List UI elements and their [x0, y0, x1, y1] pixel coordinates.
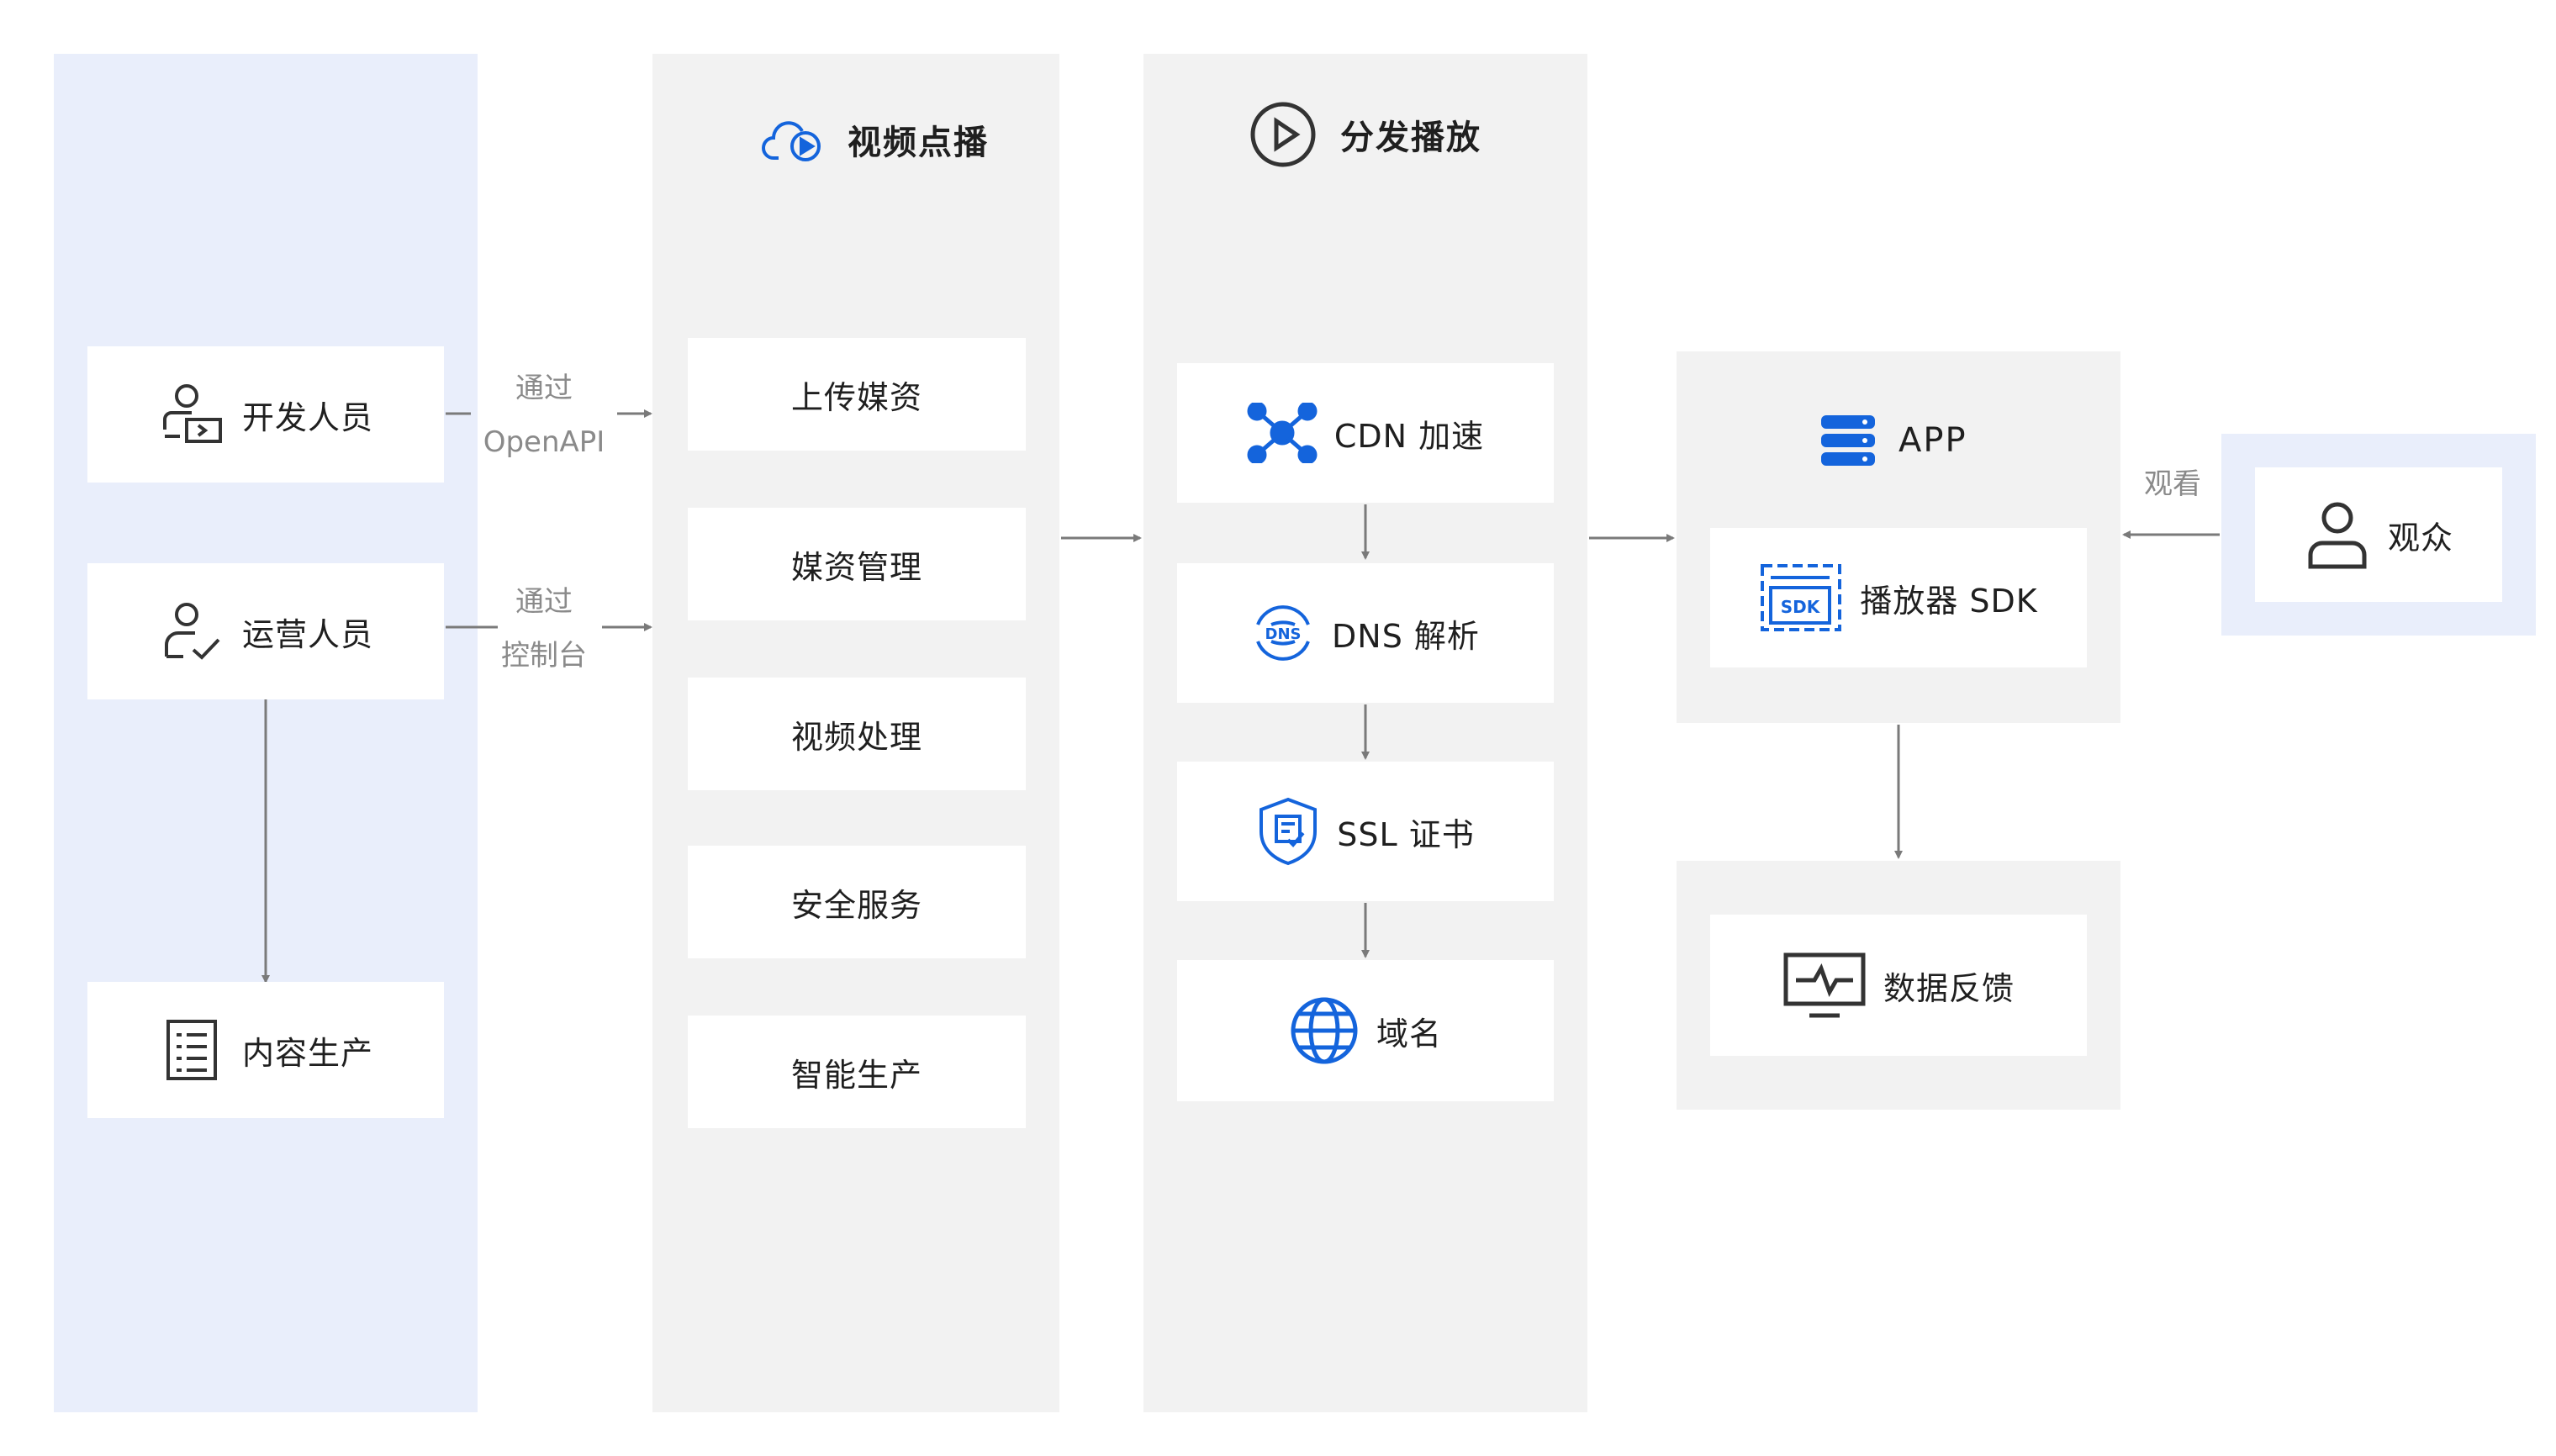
ssl-label: SSL 证书	[1337, 815, 1475, 853]
player-sdk-label: 播放器 SDK	[1860, 582, 2038, 620]
data-feedback-card[interactable]: 数据反馈	[1710, 915, 2087, 1056]
viewer-card[interactable]: 观众	[2255, 467, 2502, 602]
vod-item-upload[interactable]: 上传媒资	[688, 338, 1026, 451]
vod-title: 视频点播	[762, 106, 989, 173]
developer-card[interactable]: 开发人员	[87, 346, 444, 483]
vod-item-smart-production[interactable]: 智能生产	[688, 1016, 1026, 1128]
network-nodes-icon	[1247, 403, 1318, 463]
vod-title-text: 视频点播	[848, 124, 989, 162]
svg-text:DNS: DNS	[1265, 625, 1302, 643]
app-title: APP	[1819, 410, 1967, 471]
cdn-card[interactable]: CDN 加速	[1177, 363, 1554, 503]
ssl-card[interactable]: SSL 证书	[1177, 762, 1554, 901]
vod-item-label: 媒资管理	[790, 548, 922, 586]
server-stack-icon	[1819, 412, 1877, 469]
vod-item-label: 上传媒资	[790, 378, 922, 416]
vod-item-label: 智能生产	[790, 1056, 922, 1094]
cdn-label: CDN 加速	[1333, 417, 1485, 455]
domain-card[interactable]: 域名	[1177, 960, 1554, 1101]
app-title-text: APP	[1899, 421, 1967, 460]
edge-label-console: 通过 控制台	[471, 575, 617, 683]
monitor-pulse-icon	[1782, 950, 1867, 1021]
domain-label: 域名	[1376, 1015, 1442, 1052]
dns-globe-icon: DNS	[1251, 601, 1315, 665]
cloud-play-icon	[762, 114, 826, 165]
vod-item-label: 安全服务	[790, 886, 922, 924]
edge-label-openapi-line1: 通过	[515, 372, 573, 405]
vod-item-video-processing[interactable]: 视频处理	[688, 678, 1026, 790]
developer-label: 开发人员	[241, 398, 373, 436]
vod-item-security[interactable]: 安全服务	[688, 846, 1026, 958]
content-production-card[interactable]: 内容生产	[87, 982, 444, 1118]
viewer-label: 观众	[2387, 519, 2453, 557]
sdk-icon-text: SDK	[1781, 597, 1821, 617]
distribution-title: 分发播放	[1248, 99, 1481, 170]
player-sdk-card[interactable]: SDK 播放器 SDK	[1710, 528, 2087, 667]
globe-icon	[1289, 995, 1360, 1066]
dns-card[interactable]: DNS DNS 解析	[1177, 563, 1554, 703]
vod-item-media-management[interactable]: 媒资管理	[688, 508, 1026, 620]
vod-item-label: 视频处理	[790, 718, 922, 756]
play-circle-icon	[1248, 99, 1318, 170]
shield-certificate-icon	[1256, 796, 1320, 867]
distribution-title-text: 分发播放	[1340, 119, 1481, 157]
user-code-icon	[158, 381, 225, 448]
document-list-icon	[158, 1016, 225, 1084]
user-icon	[2304, 499, 2371, 570]
user-check-icon	[158, 598, 225, 665]
edge-label-console-line2: 控制台	[501, 639, 587, 673]
edge-label-viewer: 观看	[2144, 467, 2201, 501]
content-production-label: 内容生产	[241, 1034, 373, 1072]
edge-label-openapi-line2: OpenAPI	[483, 425, 605, 459]
data-feedback-label: 数据反馈	[1883, 969, 2015, 1007]
edge-label-console-line1: 通过	[515, 585, 573, 619]
operator-card[interactable]: 运营人员	[87, 563, 444, 699]
sdk-icon: SDK	[1759, 562, 1843, 633]
dns-label: DNS 解析	[1332, 617, 1480, 655]
edge-label-openapi: 通过 OpenAPI	[471, 361, 617, 469]
operator-label: 运营人员	[241, 615, 373, 653]
